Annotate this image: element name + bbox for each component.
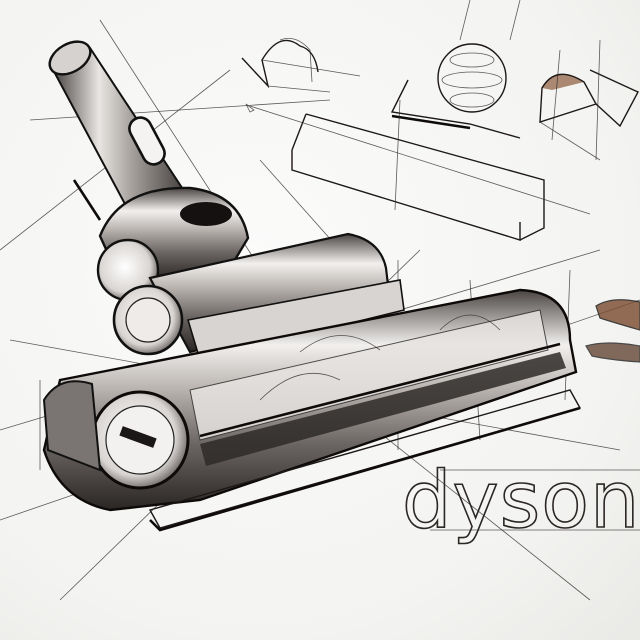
thumbnail-arch-study [241, 37, 361, 93]
thumbnail-long-box-study [245, 99, 591, 241]
wand-neck [48, 40, 192, 234]
dyson-logo-lettering: dyson [401, 456, 640, 546]
thumbnail-shaded-arch-study [539, 39, 639, 161]
thumbnail-sphere-study [390, 0, 521, 139]
right-edge-clip [585, 299, 640, 363]
rear-roller [112, 232, 405, 361]
main-cleaner-head [42, 288, 582, 532]
pivot-joint [96, 186, 250, 302]
